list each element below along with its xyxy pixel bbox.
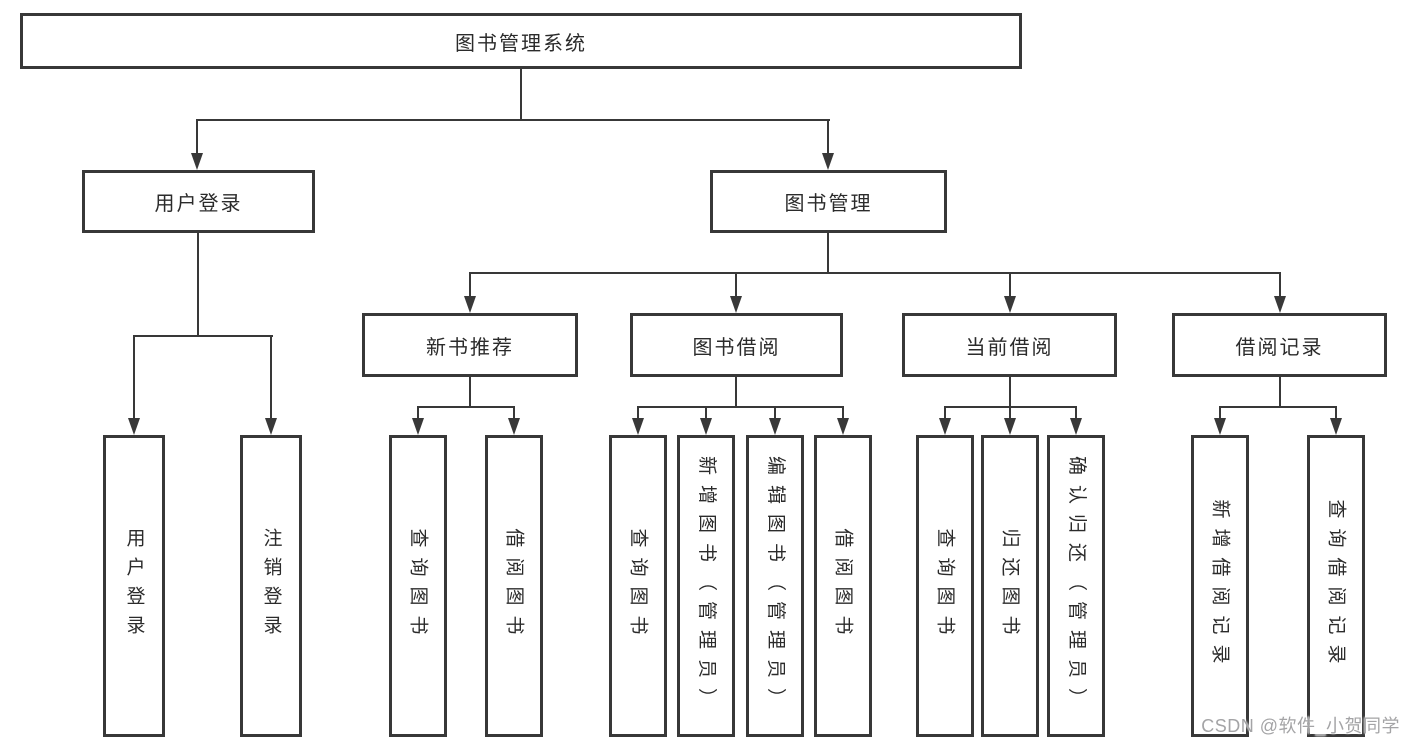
node-borrow-records-label: 借阅记录	[1235, 336, 1324, 359]
connector-book-mgmt-bar	[469, 272, 1281, 274]
node-leaf-logout: 注销登录	[240, 435, 302, 737]
node-leaf-nb-query-books-label: 查询图书	[407, 527, 429, 645]
node-leaf-bb-query-books: 查询图书	[609, 435, 667, 737]
connector-borrow-records-bar	[1219, 406, 1337, 408]
node-new-book-rec: 新书推荐	[362, 313, 578, 377]
node-leaf-nb-query-books: 查询图书	[389, 435, 447, 737]
connector-arrow-cb-confirm	[1070, 406, 1082, 435]
connector-new-book-rec-bar	[417, 406, 515, 408]
csdn-watermark: CSDN @软件_小贺同学	[1201, 716, 1400, 736]
node-user-login: 用户登录	[82, 170, 315, 233]
node-leaf-bb-borrow-books-label: 借阅图书	[832, 527, 854, 645]
node-user-login-label: 用户登录	[154, 193, 243, 215]
connector-borrow-records-stem	[1279, 377, 1281, 408]
connector-book-borrow-stem	[735, 377, 737, 408]
connector-arrow-nb-borrow	[508, 406, 520, 435]
node-leaf-logout-label: 注销登录	[260, 528, 282, 644]
node-leaf-cb-confirm-return-admin: 确认归还（管理员）	[1047, 435, 1105, 737]
node-book-borrow-label: 图书借阅	[692, 336, 781, 359]
connector-arrow-nb-query	[412, 406, 424, 435]
node-book-mgmt: 图书管理	[710, 170, 947, 233]
node-leaf-br-add-borrow-record: 新增借阅记录	[1191, 435, 1249, 737]
node-leaf-user-login-label: 用户登录	[123, 528, 145, 644]
connector-root-stem	[520, 69, 522, 121]
node-current-borrow-label: 当前借阅	[965, 336, 1054, 359]
connector-current-borrow-stem	[1009, 377, 1011, 408]
node-borrow-records: 借阅记录	[1172, 313, 1387, 377]
node-leaf-bb-add-book-admin: 新增图书（管理员）	[677, 435, 735, 737]
connector-arrow-bb-query	[632, 406, 644, 435]
connector-arrow-book-borrow	[730, 272, 742, 313]
connector-arrow-bb-borrow	[837, 406, 849, 435]
node-leaf-bb-edit-book-admin-label: 编辑图书（管理员）	[764, 455, 786, 717]
connector-user-login-stem	[197, 233, 199, 337]
node-root-label: 图书管理系统	[455, 32, 587, 55]
connector-arrow-br-query	[1330, 406, 1342, 435]
connector-arrow-cb-query	[939, 406, 951, 435]
node-leaf-cb-return-books: 归还图书	[981, 435, 1039, 737]
node-new-book-rec-label: 新书推荐	[426, 336, 514, 359]
connector-book-mgmt-stem	[827, 233, 829, 274]
connector-arrow-new-book-rec	[464, 272, 476, 313]
connector-root-bar	[196, 119, 830, 121]
connector-arrow-user-login	[191, 119, 203, 170]
node-leaf-bb-borrow-books: 借阅图书	[814, 435, 872, 737]
connector-arrow-book-mgmt	[822, 119, 834, 170]
node-leaf-br-query-borrow-record: 查询借阅记录	[1307, 435, 1365, 737]
node-leaf-cb-query-books-label: 查询图书	[934, 527, 956, 645]
node-leaf-nb-borrow-books: 借阅图书	[485, 435, 543, 737]
connector-arrow-leaf-user-login	[128, 335, 140, 435]
connector-arrow-borrow-records	[1274, 272, 1286, 313]
connector-arrow-bb-edit	[769, 406, 781, 435]
node-leaf-bb-edit-book-admin: 编辑图书（管理员）	[746, 435, 804, 737]
node-leaf-cb-query-books: 查询图书	[916, 435, 974, 737]
connector-book-borrow-bar	[637, 406, 844, 408]
connector-new-book-rec-stem	[469, 377, 471, 408]
connector-arrow-br-add	[1214, 406, 1226, 435]
node-leaf-cb-return-books-label: 归还图书	[999, 527, 1021, 645]
connector-arrow-cb-return	[1004, 406, 1016, 435]
node-book-mgmt-label: 图书管理	[784, 193, 873, 215]
node-leaf-nb-borrow-books-label: 借阅图书	[503, 527, 525, 645]
node-leaf-bb-add-book-admin-label: 新增图书（管理员）	[695, 455, 717, 717]
node-leaf-br-add-borrow-record-label: 新增借阅记录	[1209, 498, 1231, 674]
connector-arrow-current-borrow	[1004, 272, 1016, 313]
node-book-borrow: 图书借阅	[630, 313, 843, 377]
connector-arrow-bb-add	[700, 406, 712, 435]
node-leaf-cb-confirm-return-admin-label: 确认归还（管理员）	[1065, 455, 1087, 717]
node-leaf-br-query-borrow-record-label: 查询借阅记录	[1325, 498, 1347, 674]
connector-arrow-leaf-logout	[265, 335, 277, 435]
node-leaf-bb-query-books-label: 查询图书	[627, 527, 649, 645]
node-leaf-user-login: 用户登录	[103, 435, 165, 737]
node-root: 图书管理系统	[20, 13, 1022, 69]
connector-user-login-bar	[133, 335, 273, 337]
node-current-borrow: 当前借阅	[902, 313, 1117, 377]
